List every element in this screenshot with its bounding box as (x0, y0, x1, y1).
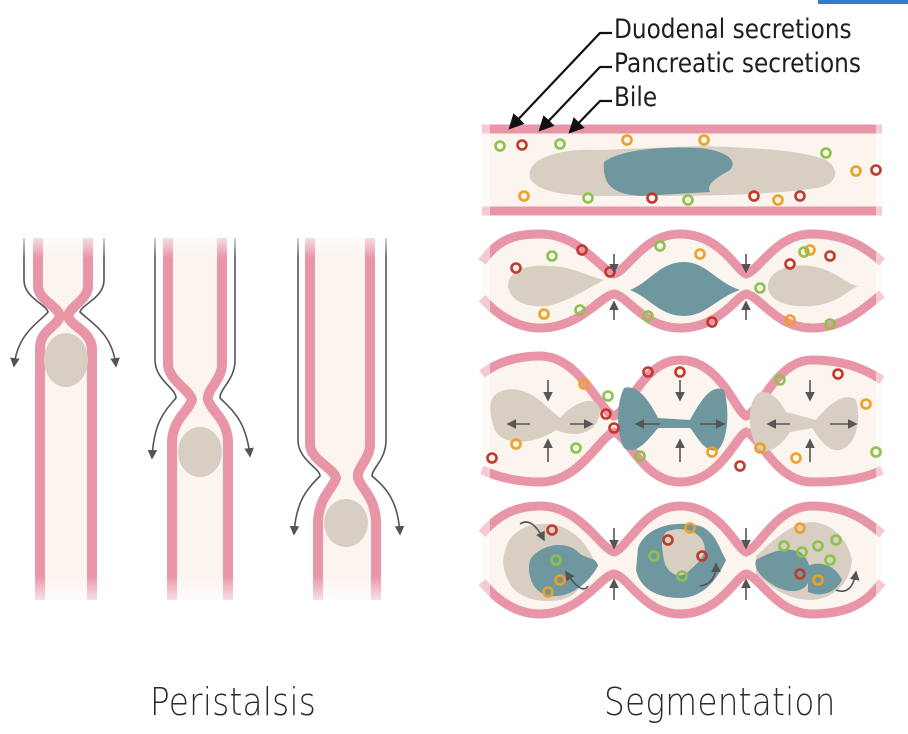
secretion-dot (706, 316, 718, 328)
secretion-dot (870, 446, 882, 458)
secretion-dot (582, 192, 594, 204)
secretion-dot (804, 244, 816, 256)
secretion-dot (554, 574, 566, 586)
secretion-dot (796, 546, 808, 558)
mixing-arrow (519, 521, 545, 542)
secretion-dot (682, 194, 694, 206)
bolus (324, 499, 368, 547)
secretion-dot (824, 250, 836, 262)
secretion-dot (754, 282, 766, 294)
contraction-arrows (543, 254, 815, 600)
secretion-dot (518, 190, 530, 202)
peristalsis-tube-3 (289, 238, 405, 600)
secretion-dot (870, 164, 882, 176)
secretion-dot (684, 522, 696, 534)
secretion-dot (642, 366, 654, 378)
secretion-dot (698, 134, 710, 146)
mixing-arrow (565, 570, 589, 590)
secretion-dot (662, 534, 674, 546)
secretion-dot (772, 194, 784, 206)
peristalsis-tube-2 (147, 238, 254, 600)
secretion-dot (794, 522, 806, 534)
secretion-dot (574, 304, 586, 316)
secretion-dot (774, 374, 786, 386)
secretion-dot (516, 139, 528, 151)
secretion-dot (676, 570, 688, 582)
secretion-dot (706, 446, 718, 458)
secretion-dot (621, 134, 633, 146)
secretion-dot (642, 310, 654, 322)
secretion-dot (798, 246, 810, 258)
secretion-dot (784, 314, 796, 326)
secretion-dot (748, 190, 760, 202)
secretion-dot (546, 250, 558, 262)
secretion-dot (824, 318, 836, 330)
secretion-dot (778, 540, 790, 552)
peristalsis-tube-1 (10, 238, 120, 600)
secretion-dot (832, 368, 844, 380)
secretion-dot (608, 422, 620, 434)
segmentation-row-2 (478, 229, 885, 333)
secretion-dot (820, 147, 832, 159)
secretion-dot (794, 568, 806, 580)
label-duodenal-secretions: Duodenal secretions (614, 14, 852, 45)
top-accent-bar (818, 0, 908, 4)
secretion-dot (648, 550, 660, 562)
secretion-dot (694, 248, 706, 260)
mixing-arrow (699, 562, 721, 587)
secretion-dot (674, 366, 686, 378)
secretion-dot (850, 165, 862, 177)
caption-peristalsis: Peristalsis (150, 680, 317, 724)
caption-segmentation: Segmentation (604, 680, 836, 724)
bolus (178, 427, 222, 477)
label-leaders (508, 31, 612, 134)
secretion-dot (510, 438, 522, 450)
segmentation-row-1 (482, 124, 882, 216)
secretion-dot (602, 390, 614, 402)
secretion-dot (578, 378, 590, 390)
secretion-dot (754, 442, 766, 454)
secretion-dot (550, 554, 562, 566)
secretion-dot (860, 398, 872, 410)
secretion-dot (600, 408, 612, 420)
secretion-particles (486, 134, 882, 598)
secretion-dot (830, 534, 842, 546)
label-bile: Bile (614, 82, 658, 113)
secretion-dot (634, 450, 646, 462)
secretion-dot (696, 550, 708, 562)
label-pancreatic-secretions: Pancreatic secretions (614, 48, 861, 79)
secretion-dot (734, 460, 746, 472)
secretion-dot (546, 524, 558, 536)
secretion-dot (790, 452, 802, 464)
secretion-dot (576, 244, 588, 256)
secretion-dot (784, 258, 796, 270)
secretion-dot (570, 442, 582, 454)
secretion-dot (538, 308, 550, 320)
secretion-dot (812, 574, 824, 586)
mixing-arrows (506, 419, 860, 592)
secretion-dot (494, 140, 506, 152)
secretion-dot (812, 540, 824, 552)
secretion-dot (510, 262, 522, 274)
secretion-dot (654, 240, 666, 252)
secretion-dot (824, 554, 836, 566)
secretion-dot (794, 190, 806, 202)
secretion-dot (486, 452, 498, 464)
mixing-arrow (835, 570, 860, 592)
secretion-dot (542, 586, 554, 598)
segmentation-row-4 (478, 501, 886, 619)
bolus (44, 333, 88, 387)
secretion-dot (646, 192, 658, 204)
secretion-dot (554, 138, 566, 150)
